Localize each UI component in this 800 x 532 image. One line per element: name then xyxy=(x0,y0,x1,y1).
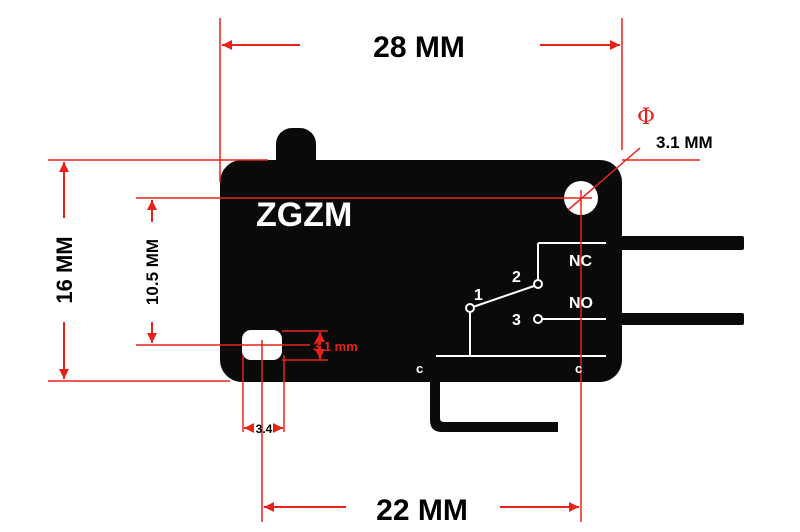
pin-2-node xyxy=(533,279,543,289)
dim-hole-spacing: 22 MM xyxy=(376,494,468,527)
terminal-no-label: NO xyxy=(569,295,593,312)
brand-label: ZGZM xyxy=(256,196,352,234)
pin-1-node xyxy=(465,303,475,313)
pin-2-label: 2 xyxy=(512,269,521,286)
dim-slot-width: 3.4 xyxy=(256,422,273,436)
switch-housing xyxy=(220,160,622,382)
dim-hole-height: 10.5 MM xyxy=(143,239,162,305)
dim-mount-hole-diameter: 3.1 MM xyxy=(656,133,713,152)
dim-overall-width: 28 MM xyxy=(373,31,465,64)
diameter-symbol: Φ xyxy=(637,105,655,130)
common-label-left: c xyxy=(416,361,423,376)
dim-slot-height: 3.1 mm xyxy=(313,339,358,354)
dim-body-height: 16 MM xyxy=(52,236,77,303)
common-label-right: c xyxy=(575,361,582,376)
dimension-lines xyxy=(48,18,700,522)
pin-1-label: 1 xyxy=(474,287,483,304)
no-terminal xyxy=(620,313,744,325)
switch-body xyxy=(220,128,744,432)
pin-3-node xyxy=(533,314,543,324)
dimension-arrows xyxy=(59,40,620,512)
internal-schematic xyxy=(436,242,606,357)
common-terminal xyxy=(430,372,558,432)
terminal-nc-label: NC xyxy=(569,253,593,270)
nc-terminal xyxy=(620,236,744,250)
pin-3-label: 3 xyxy=(512,312,521,329)
